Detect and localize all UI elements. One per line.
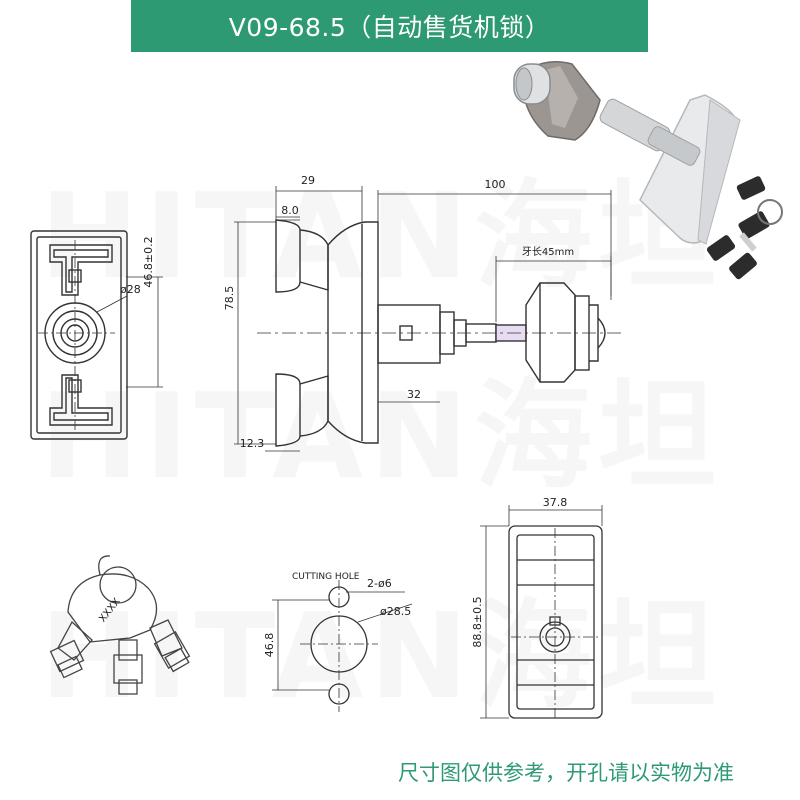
cutting-hole-view	[272, 580, 413, 712]
back-view	[480, 505, 603, 719]
hole-small-label: 2-ø6	[367, 577, 392, 590]
title-text: V09-68.5（自动售货机锁）	[228, 13, 551, 42]
footer-note-text: 尺寸图仅供参考，开孔请以实物为准	[398, 761, 734, 785]
hole-height-label: 46.8	[263, 633, 276, 658]
product-photo	[513, 61, 783, 280]
side-view	[234, 186, 622, 452]
back-height-label: 88.8±0.5	[471, 596, 484, 647]
front-height-label: 46.8±0.2	[142, 236, 155, 287]
hole-dia-label: ø28.5	[380, 605, 411, 618]
dim-100: 100	[485, 178, 506, 191]
dim-29: 29	[301, 174, 315, 187]
front-view	[30, 230, 163, 440]
dim-32: 32	[407, 388, 421, 401]
footer-note: 尺寸图仅供参考，开孔请以实物为准	[398, 757, 734, 787]
dim-8: 8.0	[281, 204, 299, 217]
cutting-hole-label: CUTTING HOLE	[292, 572, 360, 582]
key-stamp: XXXX	[97, 596, 123, 624]
dim-78: 78.5	[223, 286, 236, 311]
title-banner: V09-68.5（自动售货机锁）	[131, 0, 648, 52]
dim-thread: 牙长45mm	[522, 246, 574, 258]
key-set-illustration	[49, 555, 191, 695]
front-dia-label: ø28	[120, 283, 141, 296]
back-width-label: 37.8	[543, 496, 568, 509]
dim-12: 12.3	[240, 437, 265, 450]
